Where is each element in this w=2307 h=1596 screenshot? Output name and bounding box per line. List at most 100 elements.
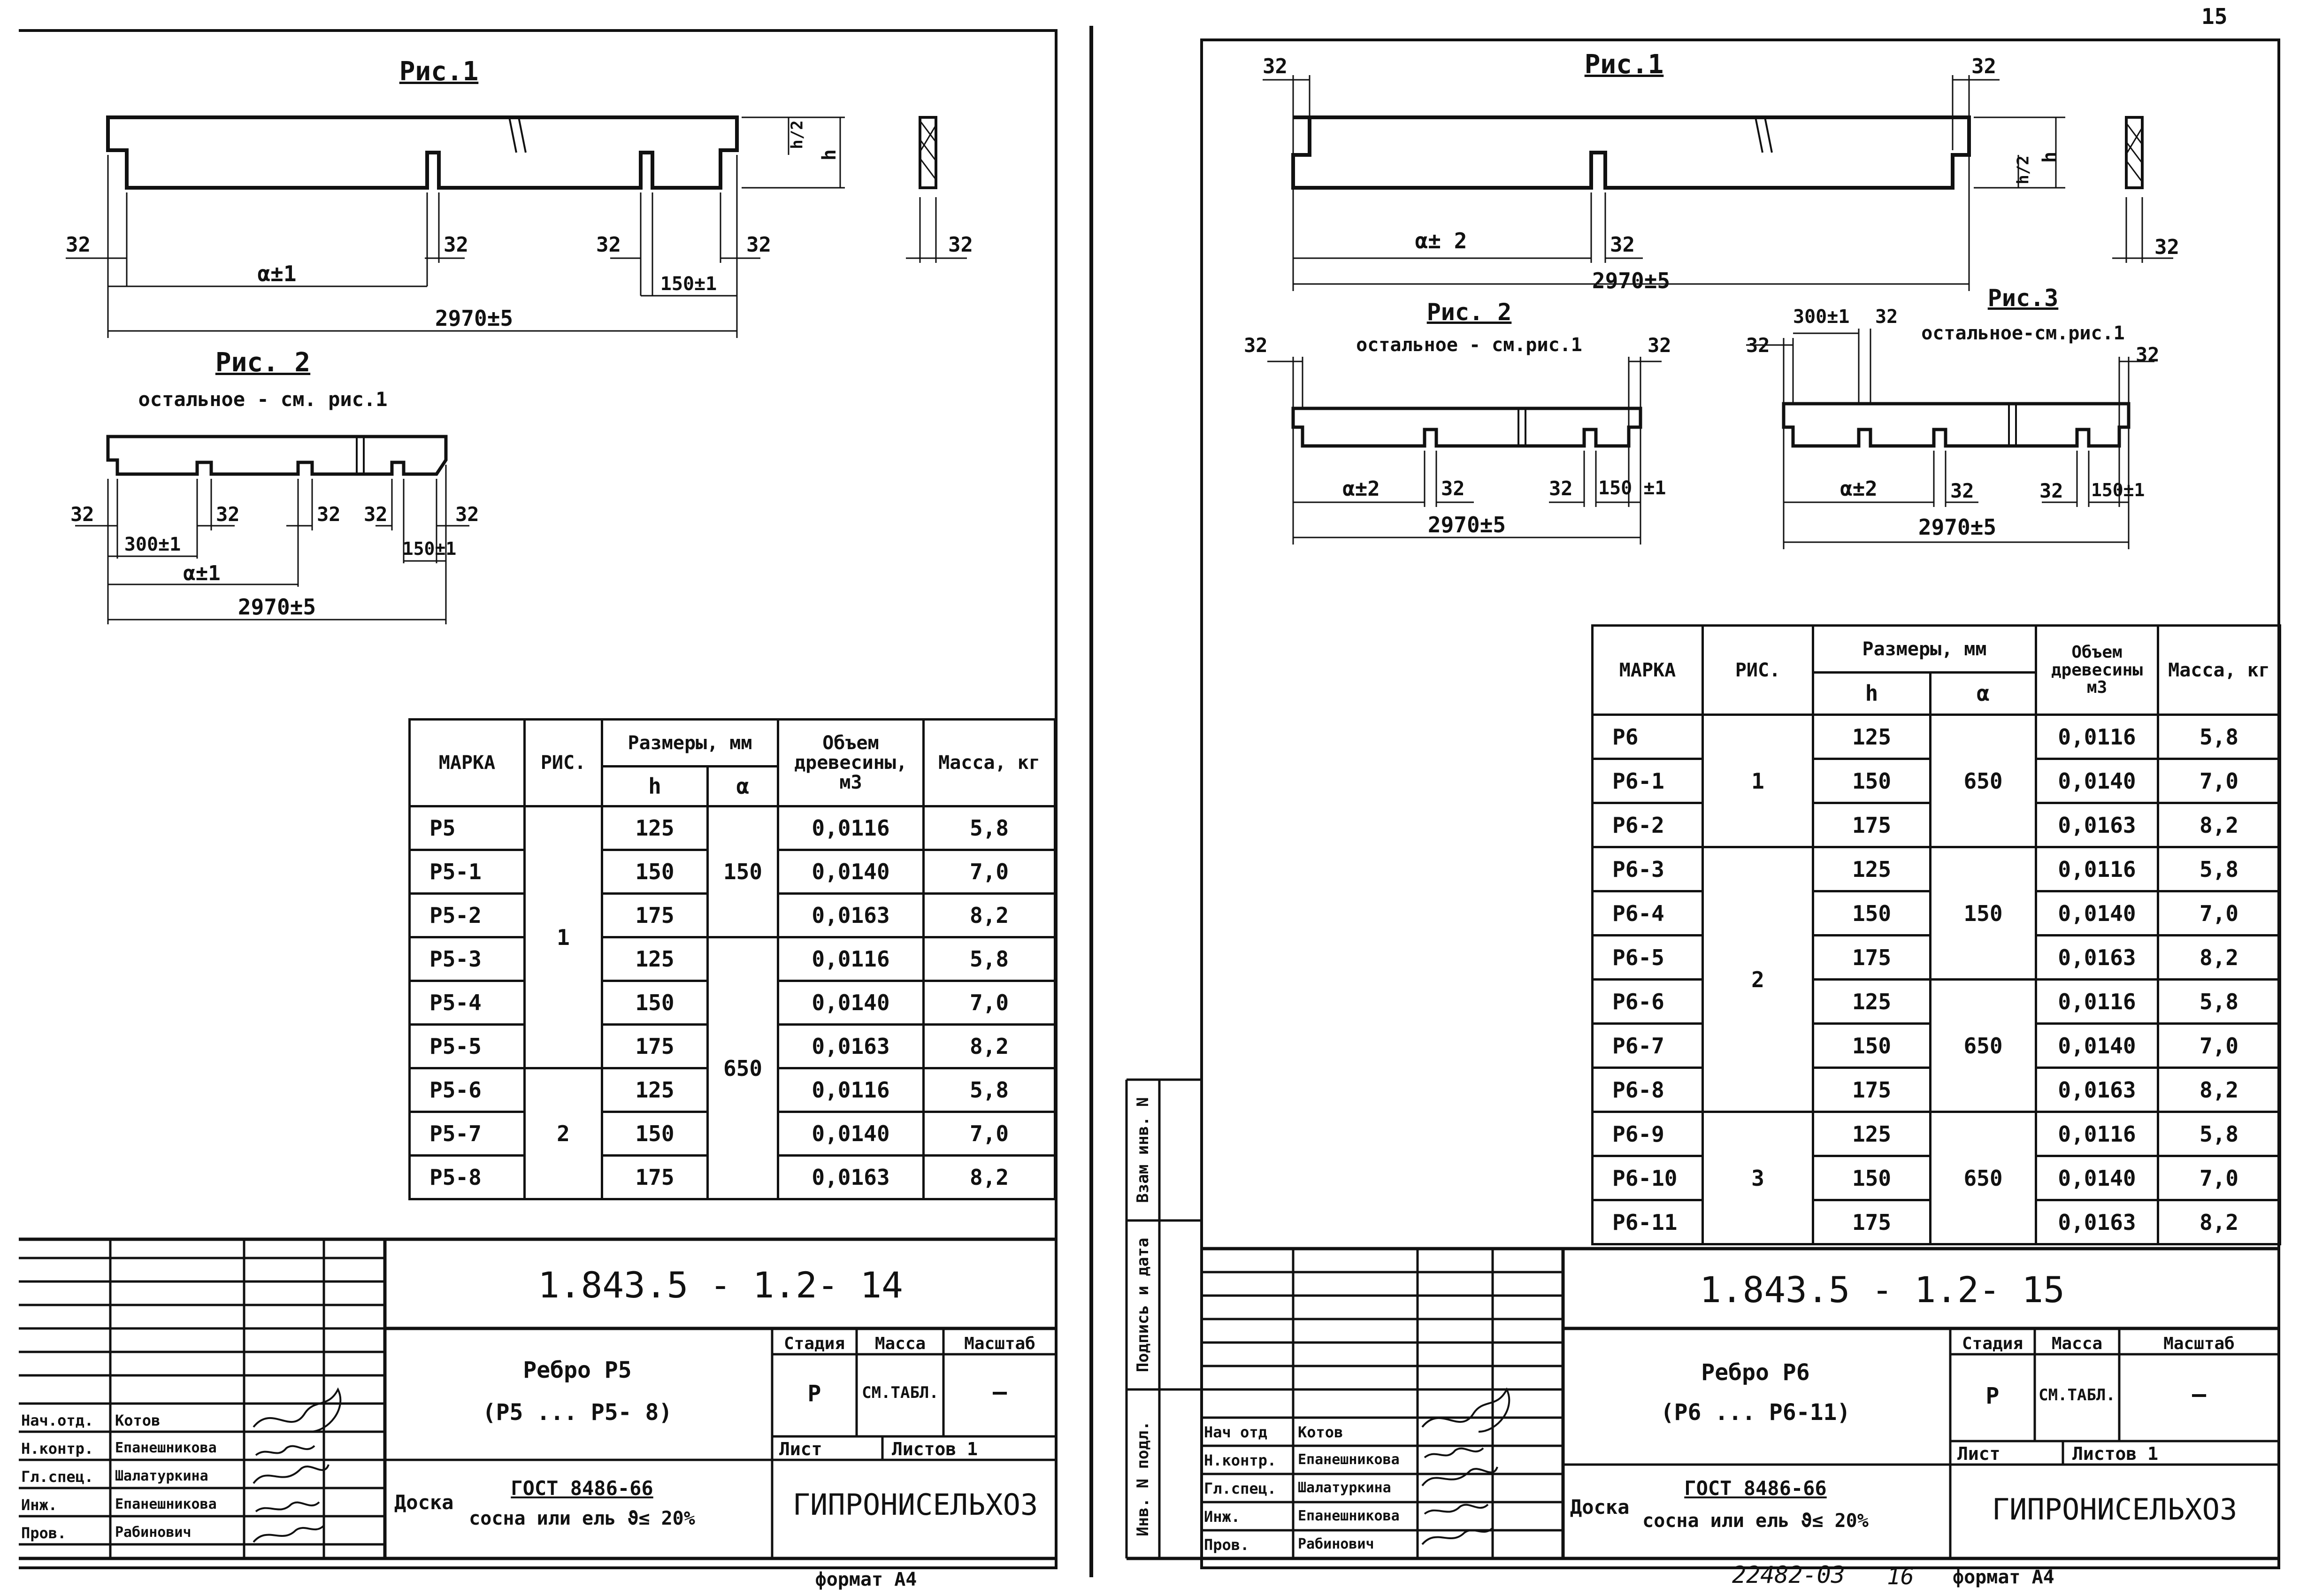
right-fig1-title: Рис.1 [1584, 49, 1664, 80]
sheets-count: Листов 1 [2072, 1443, 2159, 1464]
cell-mark: Р5-1 [408, 849, 526, 895]
cell-mass: 8,2 [922, 1154, 1056, 1200]
table-row: Р5 1 125 150 0,0116 5,8 [408, 805, 1056, 1069]
cell-volume: 0,0116 [777, 805, 925, 851]
dim: 32 [1610, 233, 1635, 257]
role-label: Инж. [1204, 1508, 1241, 1526]
cell-mass: 5,8 [2157, 978, 2281, 1025]
cell-h: 150 [601, 1111, 709, 1157]
archive-number: 22482-03 [1732, 1561, 1845, 1588]
cell-mass: 7,0 [922, 980, 1056, 1026]
cell-fig: 1 [1702, 714, 1814, 848]
col-header-sizes: Размеры, мм [601, 718, 779, 767]
material-gost: ГОСТ 8486-66 [1684, 1477, 1827, 1500]
cell-mass: 8,2 [2157, 934, 2281, 981]
cell-mass: 5,8 [922, 1067, 1056, 1113]
cell-a: 650 [1929, 978, 2037, 1113]
dim: h/2 [2014, 155, 2033, 184]
table-row: Р6-1 150 0,0140 7,0 [1591, 758, 2281, 804]
dim: 150 ±1 [1598, 477, 1666, 499]
dim: 32 [1244, 334, 1268, 357]
cell-h: 125 [1812, 1111, 1931, 1157]
right-fig1-section [2112, 116, 2173, 263]
table-row: Р6-5 175 0,0163 8,2 [1591, 934, 2281, 981]
cell-volume: 0,0116 [2035, 846, 2159, 892]
col-header-a: α [1929, 671, 2037, 716]
person-name: Епанешникова [115, 1440, 217, 1456]
organization: ГИПРОНИСЕЛЬХОЗ [792, 1488, 1038, 1522]
table-row: Р6-4 150 0,0140 7,0 [1591, 890, 2281, 936]
cell-h: 175 [1812, 1199, 1931, 1245]
cell-mass: 5,8 [2157, 846, 2281, 892]
cell-h: 125 [601, 805, 709, 851]
scale-value: — [2192, 1381, 2207, 1408]
cell-mark: Р6-2 [1591, 802, 1704, 848]
dim: 32 [1263, 54, 1288, 78]
part-subtitle: (Р6 ... Р6-11) [1660, 1399, 1851, 1426]
role-label: Нач.отд. [21, 1412, 94, 1429]
cell-mass: 7,0 [922, 849, 1056, 895]
material-spec: сосна или ель ϑ≤ 20% [469, 1508, 695, 1529]
cell-volume: 0,0140 [2035, 758, 2159, 804]
dim: 32 [70, 503, 94, 526]
cell-mark: Р6-4 [1591, 890, 1704, 936]
cell-volume: 0,0140 [777, 849, 925, 895]
archive-page: 16 [1887, 1564, 1914, 1590]
cell-fig: 2 [1702, 846, 1814, 1113]
cell-h: 125 [601, 1067, 709, 1113]
cell-fig: 1 [523, 805, 603, 1069]
cell-mark: Р5-4 [408, 980, 526, 1026]
left-fig2-dims [75, 465, 469, 624]
material-label: Доска [1570, 1496, 1630, 1519]
cell-mark: Р6-11 [1591, 1199, 1704, 1245]
cell-h: 125 [1812, 978, 1931, 1025]
dim: α±1 [257, 261, 297, 286]
col-header-mark: МАРКА [408, 718, 526, 807]
cell-h: 150 [601, 849, 709, 895]
cell-a: 650 [1929, 1111, 2037, 1245]
cell-a: 150 [1929, 846, 2037, 981]
part-subtitle: (Р5 ... Р5- 8) [482, 1399, 673, 1426]
dim: 150±1 [2091, 480, 2145, 500]
table-row: Р5-1 150 0,0140 7,0 [408, 849, 1056, 895]
dim: 32 [444, 233, 468, 257]
mass-value: СМ.ТАБЛ. [2039, 1386, 2115, 1404]
stage-header: Стадия [1962, 1334, 2023, 1353]
table-row: Р6-6 125 650 0,0116 5,8 [1591, 978, 2281, 1113]
cell-mass: 5,8 [922, 936, 1056, 982]
right-fig3-board [1782, 402, 2131, 448]
dim: 32 [2154, 235, 2179, 259]
dim: 32 [66, 233, 91, 257]
left-fig2-title: Рис. 2 [215, 347, 311, 378]
cell-mark: Р5 [408, 805, 526, 851]
dim: α±2 [1342, 477, 1380, 501]
role-label: Н.контр. [1204, 1451, 1277, 1469]
cell-volume: 0,0163 [2035, 934, 2159, 981]
cell-h: 150 [1812, 1155, 1931, 1201]
right-fig1-dims [1263, 75, 2065, 291]
role-label: Пров. [1204, 1536, 1249, 1554]
signatures [253, 1387, 1510, 1545]
cell-mass: 7,0 [2157, 758, 2281, 804]
left-fig1-board [106, 115, 739, 190]
table-row: Р6-8 175 0,0163 8,2 [1591, 1067, 2281, 1113]
cell-mass: 8,2 [922, 892, 1056, 938]
left-fig1-title: Рис.1 [399, 56, 479, 87]
cell-volume: 0,0163 [777, 1023, 925, 1069]
person-name: Шалатуркина [1298, 1480, 1391, 1496]
cell-volume: 0,0163 [777, 892, 925, 938]
cell-h: 175 [601, 1023, 709, 1069]
material-label: Доска [394, 1491, 454, 1514]
cell-mark: Р5-7 [408, 1111, 526, 1157]
cell-mark: Р6-3 [1591, 846, 1704, 892]
cell-h: 175 [1812, 934, 1931, 981]
sheet-label: Лист [1957, 1443, 2000, 1464]
table-row: Р6 1 125 650 0,0116 5,8 [1591, 714, 2281, 848]
cell-mark: Р5-3 [408, 936, 526, 982]
dim: 300±1 [1793, 306, 1850, 328]
cell-mass: 7,0 [2157, 1155, 2281, 1201]
cell-volume: 0,0140 [2035, 1155, 2159, 1201]
right-title-block [1125, 1078, 2279, 1560]
dim: 32 [746, 233, 771, 257]
